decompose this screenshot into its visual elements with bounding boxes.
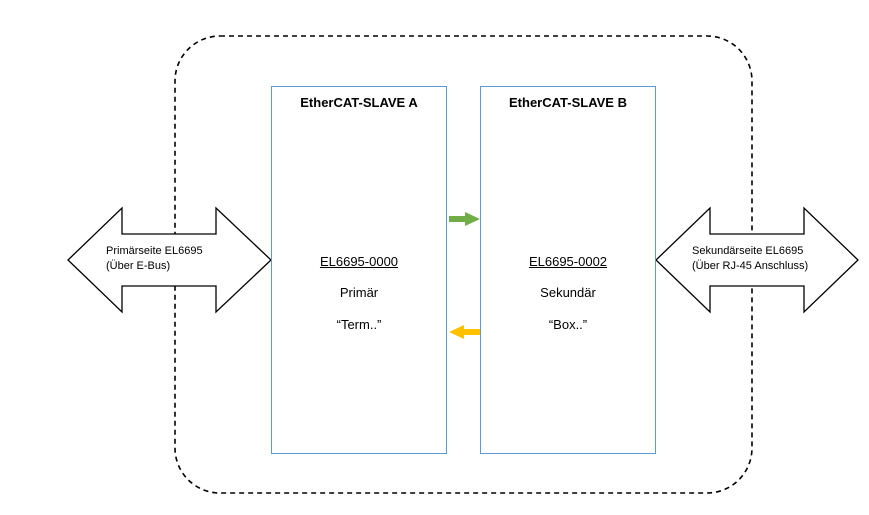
left-arrow-line1: Primärseite EL6695 — [106, 245, 203, 257]
slave-b-box: EtherCAT-SLAVE B EL6695-0002 Sekundär “B… — [480, 86, 656, 454]
slave-a-title: EtherCAT-SLAVE A — [300, 95, 418, 110]
right-double-arrow — [655, 206, 859, 314]
slave-b-title: EtherCAT-SLAVE B — [509, 95, 627, 110]
slave-a-model: EL6695-0000 — [319, 254, 399, 269]
left-arrow-line2: (Über E-Bus) — [106, 260, 171, 272]
right-arrow-line2: (Über RJ-45 Anschluss) — [692, 260, 809, 272]
slave-b-model: EL6695-0002 — [528, 254, 608, 269]
backward-arrow-icon — [449, 325, 480, 339]
slave-a-role: Primär — [339, 285, 379, 300]
right-arrow-line1: Sekundärseite EL6695 — [692, 245, 804, 257]
slave-a-mode: “Term..” — [336, 317, 382, 332]
left-arrow-label: Primärseite EL6695 (Über E-Bus) — [106, 244, 203, 274]
forward-arrow-icon — [449, 212, 480, 226]
slave-b-mode: “Box..” — [548, 317, 588, 332]
slave-b-role: Sekundär — [540, 285, 596, 300]
right-arrow-label: Sekundärseite EL6695 (Über RJ-45 Anschlu… — [692, 244, 808, 274]
slave-a-box: EtherCAT-SLAVE A EL6695-0000 Primär “Ter… — [271, 86, 447, 454]
